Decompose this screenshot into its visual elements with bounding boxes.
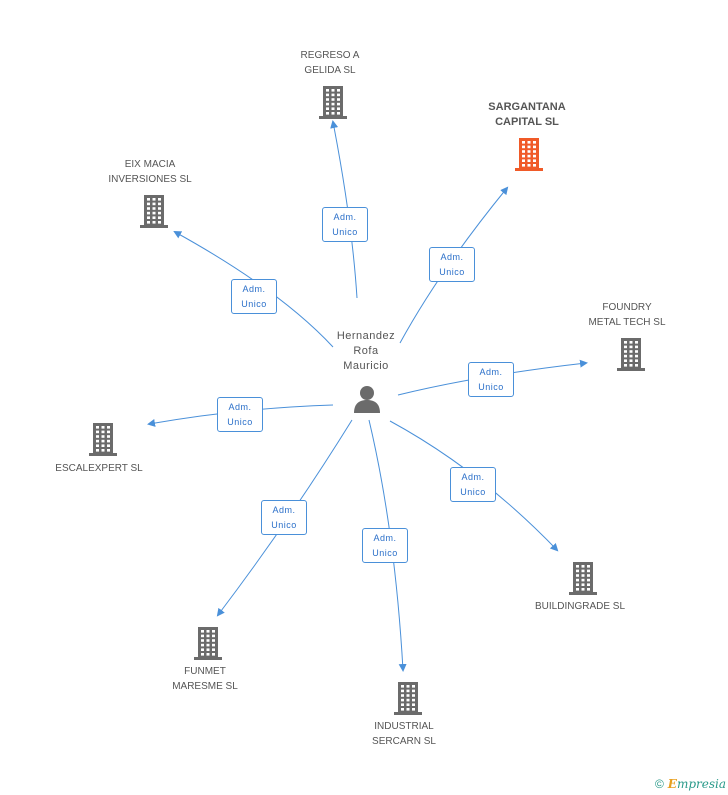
brand-name: mpresia <box>676 777 726 791</box>
person-icon[interactable] <box>352 384 382 414</box>
company-name-eix[interactable]: EIX MACIA INVERSIONES SL <box>108 159 192 185</box>
relation-label-industrial: Adm. Unico <box>362 528 408 563</box>
building-icon[interactable] <box>567 560 599 601</box>
brand-initial: E <box>667 777 677 791</box>
building-icon[interactable] <box>513 136 545 177</box>
company-name-industrial[interactable]: INDUSTRIAL SERCARN SL <box>372 721 436 747</box>
relation-label-funmet: Adm. Unico <box>261 500 307 535</box>
relation-label-sargantana: Adm. Unico <box>429 247 475 282</box>
relation-label-buildingrade: Adm. Unico <box>450 467 496 502</box>
building-icon[interactable] <box>317 84 349 125</box>
building-icon[interactable] <box>192 625 224 666</box>
company-name-foundry[interactable]: FOUNDRY METAL TECH SL <box>588 302 666 328</box>
empresia-logo: ©Empresia <box>655 777 726 791</box>
company-name-sargantana[interactable]: SARGANTANA CAPITAL SL <box>488 101 566 128</box>
relation-label-eix: Adm. Unico <box>231 279 277 314</box>
building-icon[interactable] <box>392 680 424 721</box>
relation-label-escalexpert: Adm. Unico <box>217 397 263 432</box>
relation-label-regreso: Adm. Unico <box>322 207 368 242</box>
company-name-funmet[interactable]: FUNMET MARESME SL <box>172 666 238 692</box>
center-person-name: Hernandez Rofa Mauricio <box>336 330 396 372</box>
building-icon[interactable] <box>87 421 119 462</box>
building-icon[interactable] <box>615 336 647 377</box>
company-name-regreso[interactable]: REGRESO A GELIDA SL <box>300 50 360 76</box>
company-name-escalexpert[interactable]: ESCALEXPERT SL <box>55 463 143 474</box>
company-name-buildingrade[interactable]: BUILDINGRADE SL <box>534 601 626 612</box>
relation-label-foundry: Adm. Unico <box>468 362 514 397</box>
copyright-symbol: © <box>654 777 664 791</box>
building-icon[interactable] <box>138 193 170 234</box>
